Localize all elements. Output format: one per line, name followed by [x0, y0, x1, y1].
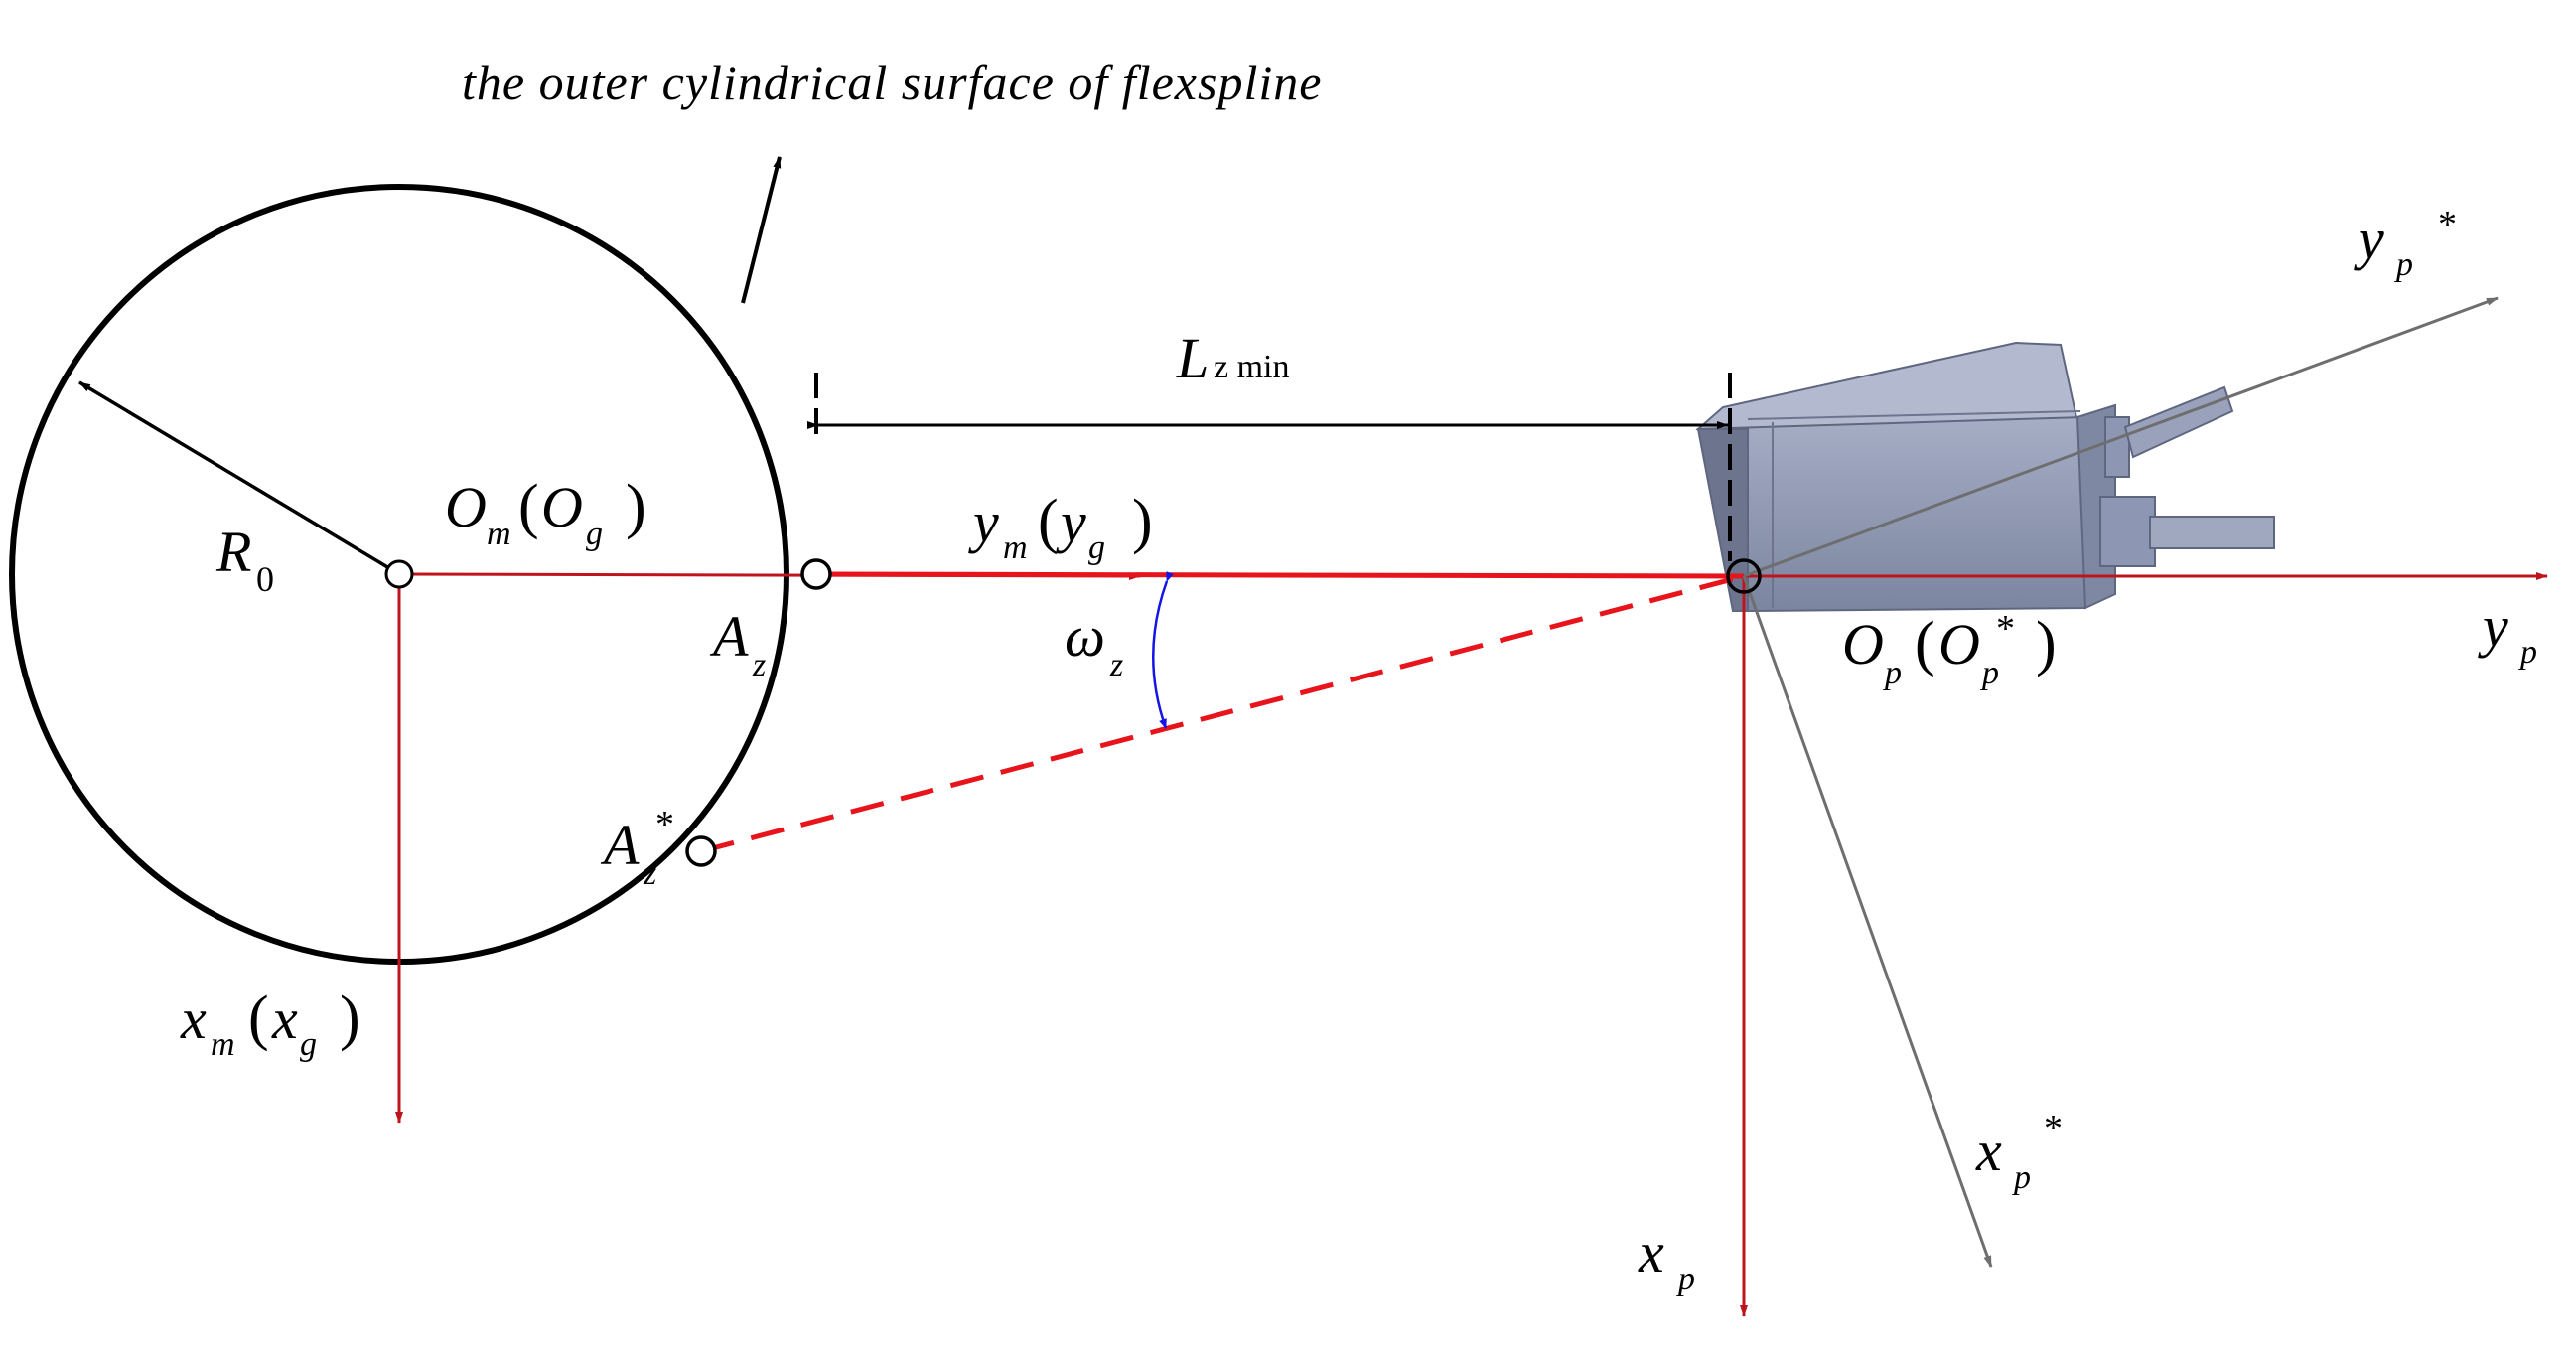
svg-text:p: p: [2394, 246, 2413, 283]
yp-star-axis: [1743, 296, 2499, 578]
svg-text:g: g: [586, 516, 603, 552]
point-Op: [1726, 558, 1762, 594]
svg-text:y: y: [2354, 207, 2384, 271]
svg-text:): ): [626, 473, 646, 540]
label-Az: A z: [709, 604, 766, 683]
svg-text:z min: z min: [1214, 349, 1289, 385]
label-Op-Ops: O p ( O p * ): [1842, 608, 2057, 691]
svg-text:m: m: [487, 516, 511, 552]
svg-text:m: m: [211, 1026, 235, 1063]
svg-text:*: *: [2044, 1108, 2063, 1149]
svg-text:ω: ω: [1065, 604, 1105, 669]
svg-text:p: p: [2518, 634, 2537, 671]
svg-text:*: *: [655, 804, 674, 845]
svg-text:(: (: [518, 473, 539, 540]
label-ym-yg: y m ( y g ): [968, 488, 1153, 566]
svg-text:*: *: [2438, 204, 2457, 245]
svg-text:O: O: [1938, 612, 1980, 677]
svg-text:g: g: [300, 1026, 317, 1063]
xp-star-axis: [1742, 575, 1993, 1268]
svg-text:x: x: [1975, 1119, 2002, 1183]
svg-text:*: *: [1996, 608, 2015, 650]
svg-text:x: x: [1638, 1220, 1664, 1284]
svg-text:A: A: [709, 604, 749, 669]
svg-text:): ): [340, 984, 360, 1052]
svg-text:A: A: [600, 813, 640, 877]
svg-text:p: p: [2012, 1159, 2031, 1196]
svg-text:O: O: [445, 475, 487, 539]
label-Az-star: A z *: [600, 804, 674, 892]
svg-text:x: x: [180, 986, 207, 1051]
point-Om: [384, 559, 414, 589]
svg-text:y: y: [2478, 594, 2508, 659]
svg-text:p: p: [1883, 655, 1902, 691]
svg-text:x: x: [271, 986, 298, 1051]
svg-text:y: y: [1056, 490, 1086, 554]
label-Om-Og: O m ( O g ): [445, 473, 646, 552]
label-xm-xg: x m ( x g ): [180, 984, 360, 1063]
svg-text:R: R: [215, 520, 251, 584]
laser-displacement-sensor-icon: [1695, 341, 2275, 613]
rotated-measurement-line: [700, 573, 1745, 854]
svg-text:z: z: [643, 855, 656, 892]
svg-text:L: L: [1176, 326, 1209, 390]
caption: the outer cylindrical surface of flexspl…: [462, 55, 1322, 110]
svg-text:O: O: [541, 475, 583, 539]
svg-text:z: z: [752, 647, 766, 683]
svg-text:(: (: [1038, 488, 1059, 555]
caption-pointer-arrow: [741, 156, 782, 304]
svg-text:(: (: [248, 984, 269, 1052]
label-xp: x p: [1638, 1220, 1695, 1297]
point-Az: [800, 558, 832, 590]
label-xp-star: x p *: [1975, 1108, 2063, 1196]
svg-text:g: g: [1088, 529, 1105, 566]
svg-text:m: m: [1003, 529, 1028, 566]
label-yp: y p: [2478, 594, 2537, 671]
radius-arrow: [78, 380, 400, 576]
angle-arc: [1152, 571, 1174, 729]
svg-text:p: p: [1980, 655, 1999, 691]
label-Lzmin: L z min: [1176, 326, 1289, 390]
svg-text:(: (: [1915, 610, 1935, 678]
svg-text:): ): [1132, 488, 1153, 555]
svg-text:): ): [2036, 610, 2057, 678]
measurement-line: [815, 571, 1745, 579]
point-Az-star: [685, 835, 717, 867]
svg-text:p: p: [1676, 1261, 1695, 1297]
label-yp-star: y p *: [2354, 204, 2457, 283]
svg-text:0: 0: [256, 559, 274, 599]
svg-text:y: y: [968, 490, 999, 554]
svg-text:z: z: [1109, 647, 1123, 683]
svg-text:O: O: [1842, 612, 1884, 677]
label-omega-z: ω z: [1065, 604, 1123, 683]
label-R0: R 0: [215, 520, 274, 599]
